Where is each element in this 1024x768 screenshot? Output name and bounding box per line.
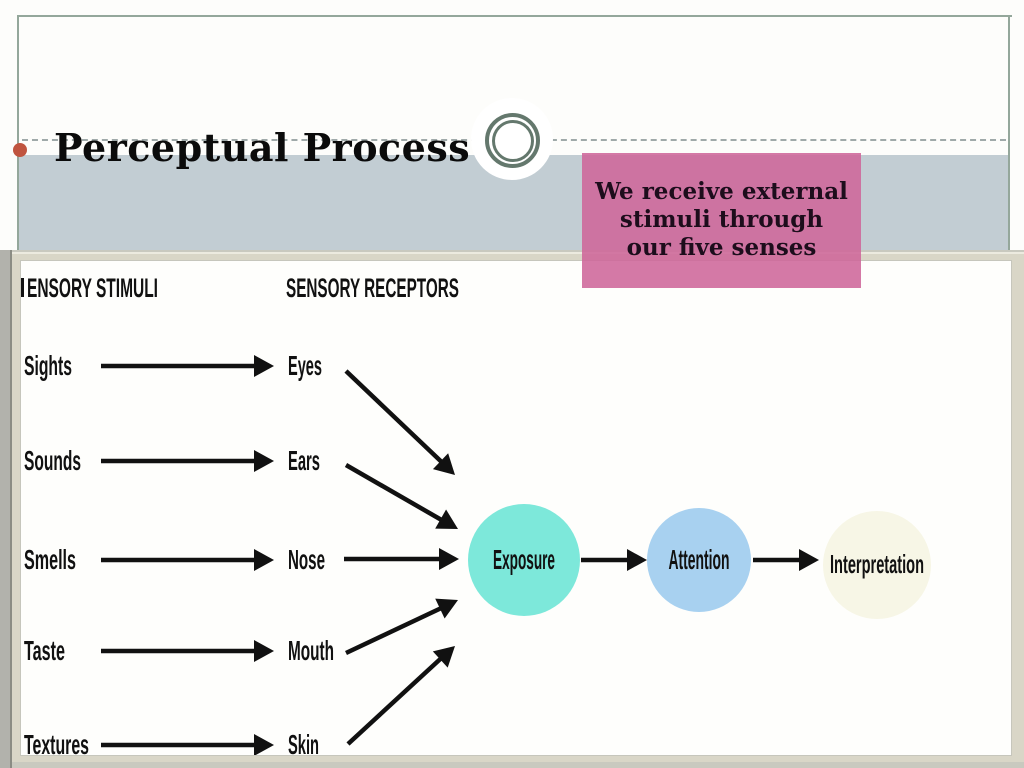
figure-paper: ENSORY STIMULI SENSORY RECEPTORS Sights …: [12, 252, 1024, 762]
converging-arrow-shaft: [344, 369, 451, 471]
stage-label-attention: Attention: [669, 544, 730, 575]
clipped-letter-fragment: [21, 278, 24, 297]
arrowhead-icon: [627, 549, 647, 571]
slide-border-left: [17, 15, 19, 252]
receptor-label: Skin: [288, 729, 319, 755]
stage-label-interpretation: Interpretation: [830, 549, 924, 579]
callout-line: stimuli through: [619, 206, 824, 233]
perceptual-process-diagram: ENSORY STIMULI SENSORY RECEPTORS Sights …: [21, 273, 931, 755]
arrowhead-icon: [439, 548, 459, 570]
arrowhead-icon: [254, 450, 274, 472]
arrowhead-icon: [432, 453, 455, 475]
stage-circle-interpretation: [823, 511, 931, 619]
stimulus-label: Textures: [24, 729, 89, 755]
paper-left-shadow: [0, 250, 12, 768]
arrowhead-icon: [432, 646, 455, 668]
converging-arrow-shaft: [344, 463, 454, 528]
arrowhead-icon: [435, 509, 458, 529]
arrowhead-icon: [254, 549, 274, 571]
column-header-sensory-stimuli: ENSORY STIMULI: [27, 273, 158, 303]
converging-arrow-shaft: [345, 600, 453, 656]
stimulus-label: Smells: [24, 544, 76, 575]
receptor-label: Ears: [288, 445, 320, 476]
receptor-label: Mouth: [288, 635, 334, 666]
callout-box: We receive external stimuli through our …: [582, 153, 861, 288]
arrowhead-icon: [254, 640, 274, 662]
title-bullet-dot: [13, 143, 27, 157]
arrowhead-icon: [435, 598, 458, 619]
column-header-sensory-receptors: SENSORY RECEPTORS: [286, 273, 459, 303]
callout-line: our five senses: [626, 234, 817, 261]
stimulus-label: Sounds: [24, 445, 81, 476]
arrowhead-icon: [799, 549, 819, 571]
stage-circle-attention: [647, 508, 751, 612]
receptor-label: Nose: [288, 544, 325, 575]
arrowhead-icon: [254, 734, 274, 755]
slide-border-right: [1008, 15, 1010, 250]
slide-border-top: [17, 15, 1012, 17]
converging-arrow-shaft: [346, 649, 451, 746]
figure-region: ENSORY STIMULI SENSORY RECEPTORS Sights …: [0, 250, 1024, 768]
circle-ornament-inner-ring-icon: [492, 120, 534, 162]
figure-paper-inner: ENSORY STIMULI SENSORY RECEPTORS Sights …: [20, 260, 1012, 756]
slide-title: Perceptual Process: [54, 125, 471, 170]
arrowhead-icon: [254, 355, 274, 377]
stage-circle-exposure: [468, 504, 580, 616]
stimulus-label: Taste: [24, 635, 65, 666]
callout-line: We receive external: [595, 178, 848, 205]
stimulus-label: Sights: [24, 350, 72, 381]
stage-label-exposure: Exposure: [493, 544, 555, 575]
receptor-label: Eyes: [288, 350, 322, 381]
